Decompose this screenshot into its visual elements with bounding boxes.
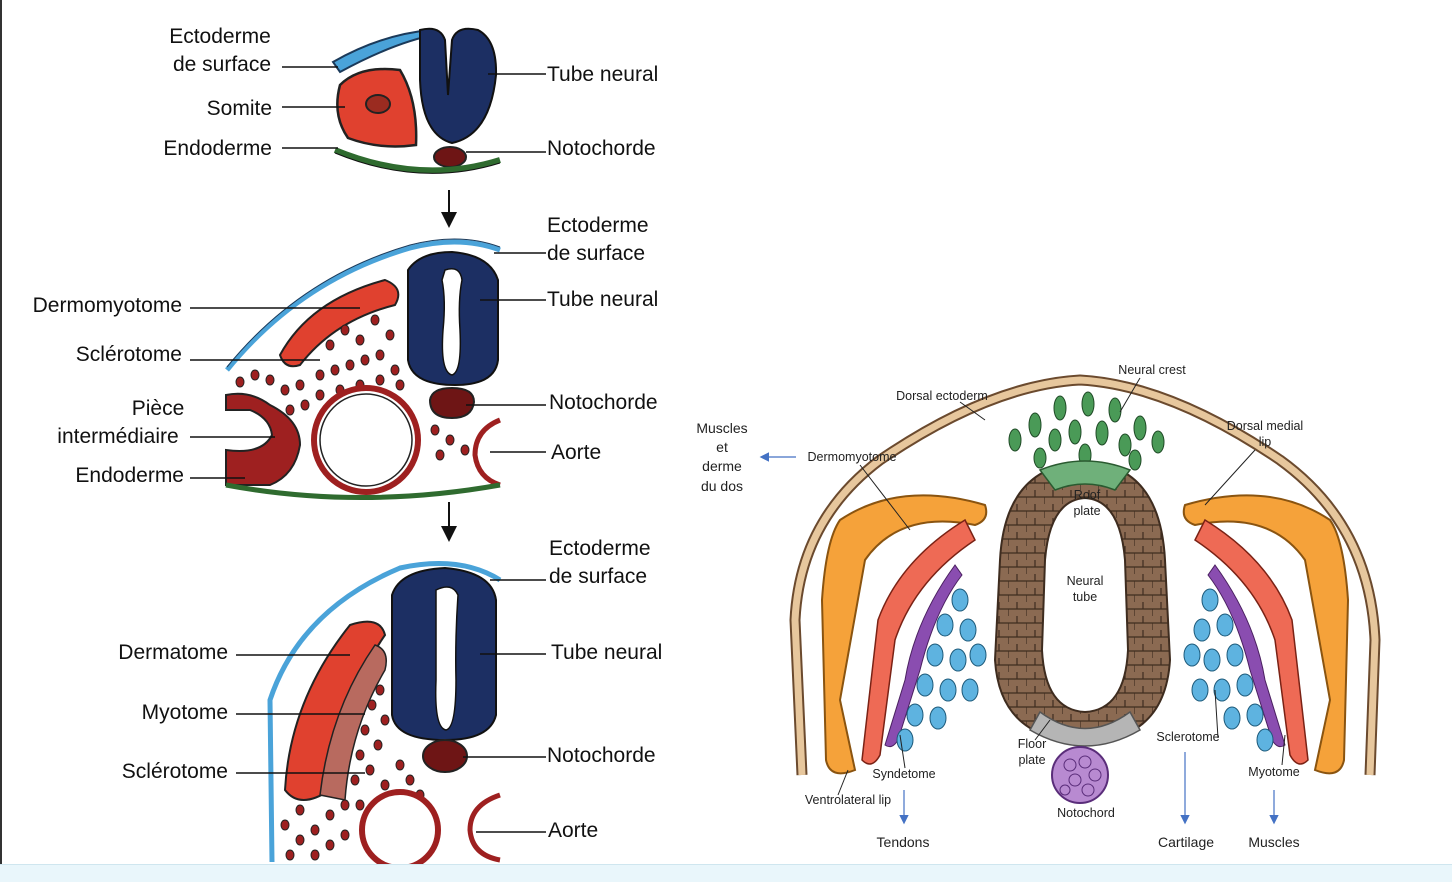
roof-plate-label-2: plate (1073, 504, 1100, 518)
syndetome-label: Syndetome (872, 767, 935, 781)
sclerotome-label: Sclerotome (1156, 730, 1219, 744)
floor-plate-label-2: plate (1018, 753, 1045, 767)
dorsal-ectoderm-label: Dorsal ectoderm (896, 389, 988, 403)
s3-dermatome-label: Dermatome (118, 641, 228, 664)
floor-plate (1028, 710, 1142, 747)
left-myotome-band (861, 518, 976, 765)
neural-tube-lumen (1040, 496, 1130, 714)
s2-tube-neural-label: Tube neural (547, 288, 658, 311)
roof-plate-label-1: Roof (1074, 488, 1101, 502)
stage2-vessel (311, 385, 421, 495)
right-syndetome (1207, 564, 1286, 748)
muscles-derme-label-3: derme (702, 458, 742, 474)
s3-aorte-label: Aorte (548, 819, 598, 842)
muscles-derme-label-4: du dos (701, 478, 743, 494)
roof-plate (1038, 460, 1132, 491)
stage2-surface-ectoderm (225, 239, 501, 372)
stage2-aorta (472, 417, 502, 488)
stage2-diagram (190, 238, 546, 500)
stage2-endoderme (225, 482, 501, 500)
left-panel-labels: Ectoderme de surface Somite Endoderme Tu… (33, 25, 663, 842)
s1-tube-neural-label: Tube neural (547, 63, 658, 86)
stage3-diagram (236, 561, 546, 871)
notochord-label: Notochord (1057, 806, 1115, 820)
tendons-label: Tendons (877, 834, 930, 850)
cartilage-label: Cartilage (1158, 834, 1214, 850)
stage3-notochord (422, 739, 468, 773)
right-sclerotome-cells (1183, 588, 1274, 752)
s1-notochorde-label: Notochorde (547, 137, 656, 160)
s2-endoderme-label: Endoderme (75, 464, 184, 487)
s2-ectoderme-label-2: de surface (547, 242, 645, 265)
stage3-surface-ectoderm (267, 561, 502, 863)
stage3-neural-lumen (434, 586, 459, 731)
s3-ectoderme-label-1: Ectoderme (549, 537, 651, 560)
dorsal-medial-label-1: Dorsal medial (1227, 419, 1303, 433)
s3-ectoderme-label-2: de surface (549, 565, 647, 588)
s2-sclerotome-label: Sclérotome (76, 343, 182, 366)
left-dermomyotome (820, 494, 988, 775)
stage1-diagram (282, 27, 546, 174)
stage3-myotome (319, 644, 387, 801)
s2-ectoderme-label-1: Ectoderme (547, 214, 649, 237)
s3-tube-neural-label: Tube neural (551, 641, 662, 664)
stage1-notochord (433, 146, 467, 168)
neural-crest-label: Neural crest (1118, 363, 1186, 377)
muscles-derme-label-2: et (716, 439, 728, 455)
s2-notochorde-label: Notochorde (549, 391, 658, 414)
neural-tube-label-2: tube (1073, 590, 1097, 604)
right-diagram (759, 374, 1381, 825)
left-sclerotome-cells (896, 588, 987, 752)
muscles-label: Muscles (1248, 834, 1299, 850)
right-dermomyotome (1182, 494, 1350, 775)
s1-ectoderme-label-1: Ectoderme (169, 25, 271, 48)
stage3-vessel (359, 789, 441, 871)
s3-notochorde-label: Notochorde (547, 744, 656, 767)
stage2-sclerotome-cells (235, 314, 470, 461)
stage2-notochord (428, 386, 476, 420)
s3-myotome-label: Myotome (142, 701, 228, 724)
s1-endoderme-label: Endoderme (163, 137, 272, 160)
s3-sclerotome-label: Sclérotome (122, 760, 228, 783)
right-myotome-band (1194, 518, 1309, 765)
s1-somite-label: Somite (207, 97, 272, 120)
stage3-aorta (467, 792, 501, 863)
stage2-dermomyotome (278, 278, 400, 368)
floor-plate-label-1: Floor (1018, 737, 1046, 751)
stage1-neural-tube (419, 27, 498, 145)
bottom-strip (0, 864, 1452, 882)
s2-aorte-label: Aorte (551, 441, 601, 464)
ventrolateral-lip-label: Ventrolateral lip (805, 793, 891, 807)
s2-piece-label-2: intermédiaire (57, 425, 178, 448)
notochord (1051, 746, 1109, 804)
stage1-somite-cavity (365, 94, 391, 114)
s2-dermomyotome-label: Dermomyotome (33, 294, 182, 317)
muscles-derme-label-1: Muscles (696, 420, 747, 436)
s1-ectoderme-label-2: de surface (173, 53, 271, 76)
stage1-endoderm (333, 147, 501, 174)
neural-tube-label-1: Neural (1067, 574, 1104, 588)
dorsal-medial-label-2: lip (1259, 435, 1272, 449)
s2-piece-label-1: Pièce (132, 397, 185, 420)
dermomyotome-label: Dermomyotome (808, 450, 897, 464)
right-panel-labels: Neural crest Dorsal ectoderm Dorsal medi… (696, 363, 1303, 850)
stage2-neural-lumen (441, 268, 463, 376)
left-syndetome (884, 564, 963, 748)
myotome-label: Myotome (1248, 765, 1299, 779)
stage2-intermediate-mesoderm (225, 392, 302, 486)
neural-crest-cells (1008, 391, 1165, 471)
